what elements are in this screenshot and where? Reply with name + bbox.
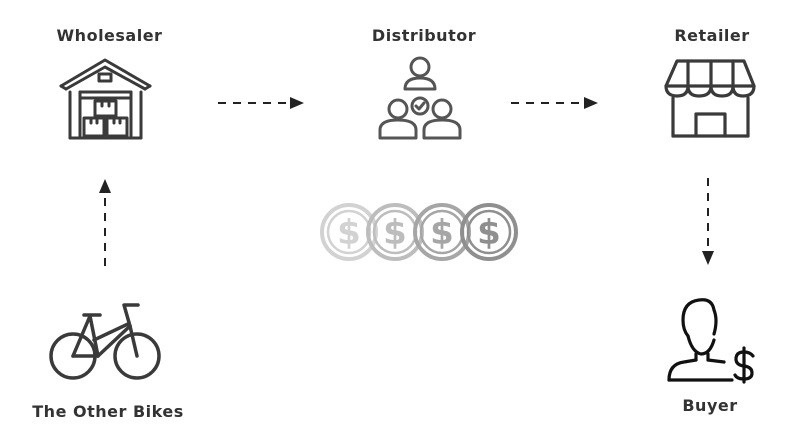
dollar-coin-icon: $ $ $ $	[318, 202, 520, 262]
coin-3-symbol: $	[430, 213, 454, 253]
source-label: The Other Bikes	[32, 402, 184, 421]
wholesaler-label: Wholesaler	[56, 26, 163, 45]
coin-4-symbol: $	[477, 213, 501, 253]
arrow-distributor-to-retailer	[511, 97, 598, 109]
bicycle-icon	[48, 302, 163, 382]
arrow-wholesaler-to-distributor	[218, 97, 304, 109]
buyer-icon	[664, 296, 759, 386]
storefront-icon	[663, 58, 758, 140]
retailer-label: Retailer	[674, 26, 750, 45]
warehouse-icon	[58, 56, 153, 141]
distributor-label: Distributor	[371, 26, 477, 45]
coin-2-symbol: $	[383, 213, 407, 253]
buyer-label: Buyer	[682, 396, 738, 415]
coin-4: $	[460, 203, 518, 261]
arrow-source-to-wholesaler	[99, 179, 111, 266]
team-icon	[375, 54, 465, 142]
arrow-retailer-to-buyer	[702, 178, 714, 265]
coin-1: $	[320, 203, 378, 261]
coin-1-symbol: $	[337, 213, 361, 253]
